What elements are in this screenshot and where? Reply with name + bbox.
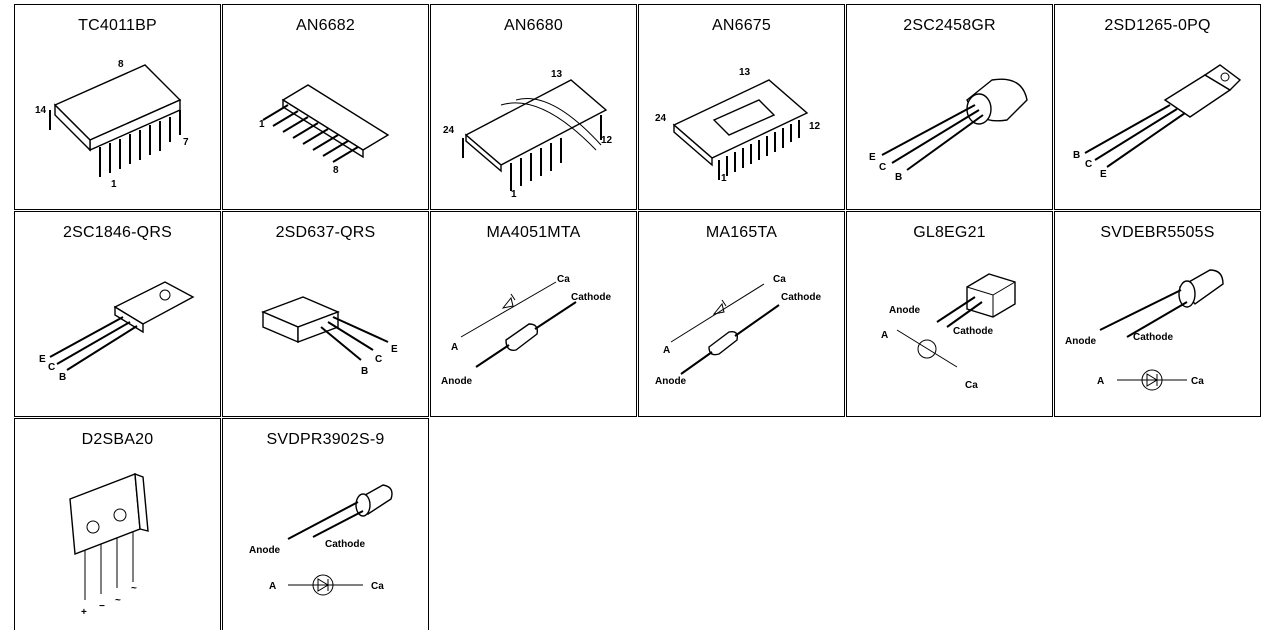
cell-2sd1265-0pq: 2SD1265-0PQ B C E bbox=[1054, 4, 1261, 210]
pin-label: Anode bbox=[655, 376, 687, 387]
pin-label: Ca bbox=[371, 581, 384, 592]
part-name: 2SC2458GR bbox=[903, 17, 996, 34]
cell-d2sba20: D2SBA20 + − ~ ~ bbox=[14, 418, 221, 630]
dip-ic-drawing: 8 14 7 1 bbox=[35, 59, 189, 190]
pin-label: 13 bbox=[551, 69, 563, 80]
part-name: SVDPR3902S-9 bbox=[266, 431, 385, 448]
pin-label: ~ bbox=[115, 595, 121, 606]
pin-label: A bbox=[1097, 376, 1104, 387]
pin-label: 24 bbox=[655, 113, 667, 124]
diode-drawing: Ca Cathode A Anode bbox=[655, 274, 821, 387]
pin-label: 1 bbox=[111, 179, 117, 190]
pin-label: Cathode bbox=[571, 292, 611, 303]
part-name: TC4011BP bbox=[78, 17, 157, 34]
pin-label: Ca bbox=[557, 274, 570, 285]
pin-label: Anode bbox=[441, 376, 473, 387]
pin-label: 13 bbox=[739, 67, 751, 78]
pin-label: E bbox=[39, 354, 46, 365]
cell-tc4011bp: TC4011BP 8 14 7 1 bbox=[14, 4, 221, 210]
pin-label: Cathode bbox=[325, 539, 365, 550]
pin-label: A bbox=[881, 330, 888, 341]
pin-label: Ca bbox=[773, 274, 786, 285]
cell-an6675: AN6675 13 24 12 1 bbox=[638, 4, 845, 210]
cell-ma165ta: MA165TA Ca Cathode A Anode bbox=[638, 211, 845, 417]
part-name: D2SBA20 bbox=[81, 431, 154, 448]
cell-2sc2458gr: 2SC2458GR E C B bbox=[846, 4, 1053, 210]
pin-label: A bbox=[451, 342, 458, 353]
pin-label: Cathode bbox=[953, 326, 993, 337]
pin-label: B bbox=[361, 366, 368, 377]
cell-svdpr3902s-9: SVDPR3902S-9 Anode Cathode A Ca bbox=[222, 418, 429, 630]
pin-label: E bbox=[1100, 169, 1107, 180]
led-drawing: Anode Cathode A Ca bbox=[881, 273, 1016, 391]
part-name: 2SC1846-QRS bbox=[63, 224, 172, 241]
cell-ma4051mta: MA4051MTA Ca Cathode A Anode bbox=[430, 211, 637, 417]
pin-label: Anode bbox=[1065, 336, 1097, 347]
diode-drawing: Ca Cathode A Anode bbox=[441, 274, 611, 387]
pin-label: 24 bbox=[443, 125, 455, 136]
pin-label: Ca bbox=[965, 380, 978, 391]
part-name: AN6675 bbox=[711, 17, 772, 34]
pin-label: 1 bbox=[511, 189, 517, 200]
cell-2sc1846-qrs: 2SC1846-QRS E C B bbox=[14, 211, 221, 417]
pin-label: C bbox=[879, 162, 886, 173]
pin-label: + bbox=[81, 607, 87, 618]
dip-ic-drawing: 13 24 12 1 bbox=[655, 67, 821, 184]
pin-label: Anode bbox=[889, 305, 921, 316]
cell-an6680: AN6680 13 24 12 1 bbox=[430, 4, 637, 210]
pin-label: 1 bbox=[259, 119, 265, 130]
part-name: GL8EG21 bbox=[913, 224, 986, 241]
part-name: MA4051MTA bbox=[486, 224, 581, 241]
transistor-drawing: E C B bbox=[261, 296, 398, 377]
led-drawing: Anode Cathode A Ca bbox=[1065, 269, 1224, 391]
part-name: AN6680 bbox=[503, 17, 564, 34]
pin-label: B bbox=[59, 372, 66, 383]
transistor-to220-drawing: B C E bbox=[1073, 64, 1242, 180]
pin-label: B bbox=[895, 172, 902, 183]
part-name: 2SD1265-0PQ bbox=[1104, 17, 1211, 34]
pin-label: 1 bbox=[721, 173, 727, 184]
pin-label: 12 bbox=[601, 135, 613, 146]
bridge-rectifier-drawing: + − ~ ~ bbox=[69, 472, 149, 618]
cell-an6682: AN6682 1 8 bbox=[222, 4, 429, 210]
pin-label: Cathode bbox=[1133, 332, 1173, 343]
cell-gl8eg21: GL8EG21 Anode Cathode A Ca bbox=[846, 211, 1053, 417]
pin-label: C bbox=[1085, 159, 1092, 170]
pin-label: A bbox=[269, 581, 276, 592]
pin-label: Anode bbox=[249, 545, 281, 556]
led-drawing: Anode Cathode A Ca bbox=[249, 484, 393, 596]
pin-label: 8 bbox=[118, 59, 124, 70]
pin-label: 7 bbox=[183, 137, 189, 148]
dip-ic-drawing: 13 24 12 1 bbox=[443, 69, 613, 200]
part-name: SVDEBR5505S bbox=[1100, 224, 1215, 241]
part-name: 2SD637-QRS bbox=[275, 224, 376, 241]
pin-label: 12 bbox=[809, 121, 821, 132]
pin-label: 8 bbox=[333, 165, 339, 176]
pin-label: A bbox=[663, 345, 670, 356]
pin-label: 14 bbox=[35, 105, 47, 116]
transistor-to92-drawing: E C B bbox=[869, 78, 1028, 183]
pin-label: E bbox=[391, 344, 398, 355]
transistor-to220-drawing: E C B bbox=[39, 281, 195, 383]
sip-ic-drawing: 1 8 bbox=[259, 84, 390, 176]
part-name: MA165TA bbox=[705, 224, 778, 241]
pin-label: Ca bbox=[1191, 376, 1204, 387]
pin-label: C bbox=[375, 354, 382, 365]
pin-label: Cathode bbox=[781, 292, 821, 303]
pin-label: C bbox=[48, 362, 55, 373]
part-name: AN6682 bbox=[295, 17, 356, 34]
pin-label: − bbox=[99, 601, 105, 612]
pin-label: B bbox=[1073, 150, 1080, 161]
cell-2sd637-qrs: 2SD637-QRS E C B bbox=[222, 211, 429, 417]
pin-label: ~ bbox=[131, 583, 137, 594]
pin-label: E bbox=[869, 152, 876, 163]
cell-svdebr5505s: SVDEBR5505S Anode Cathode A Ca bbox=[1054, 211, 1261, 417]
